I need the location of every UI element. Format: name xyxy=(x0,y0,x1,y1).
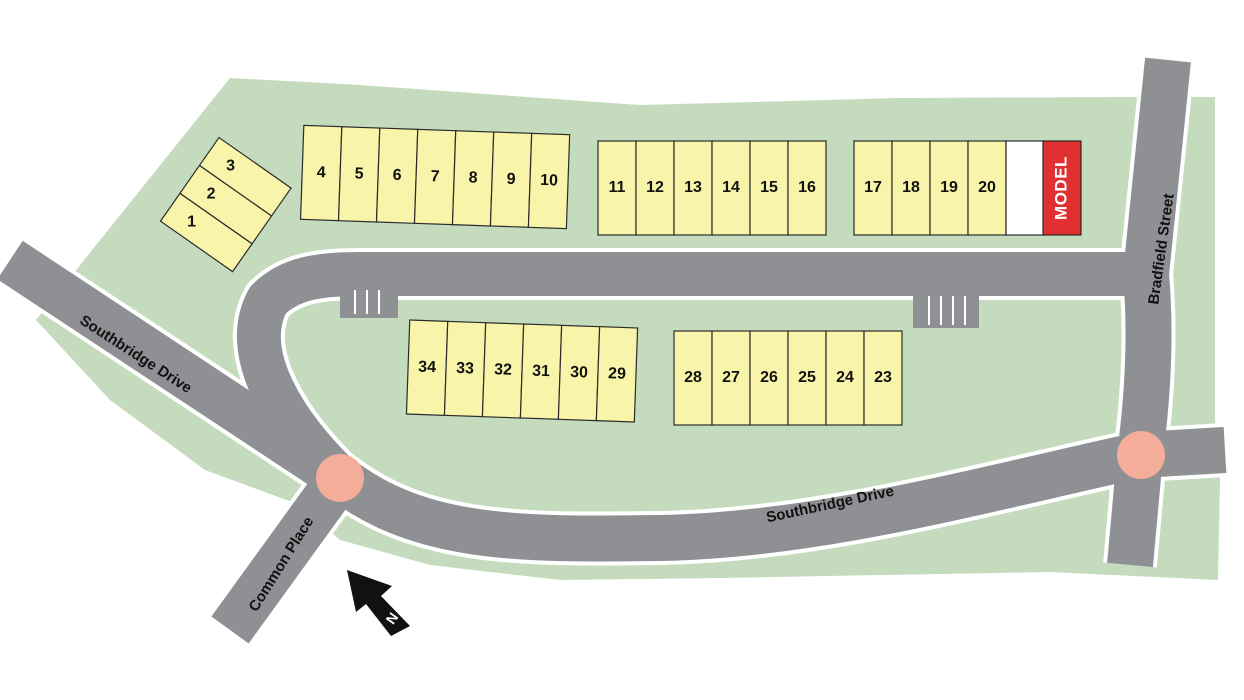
lot-number: 5 xyxy=(354,165,364,182)
lot-block-17-20-model: 17 18 19 20 xyxy=(853,140,1045,236)
lot-number: 33 xyxy=(456,360,474,378)
north-arrow: N xyxy=(347,570,410,636)
lot-23[interactable]: 23 xyxy=(863,330,903,426)
lot-number: 11 xyxy=(609,179,626,196)
lot-24[interactable]: 24 xyxy=(825,330,865,426)
lot-number: 2 xyxy=(207,186,216,203)
lot-32[interactable]: 32 xyxy=(481,322,525,419)
lot-3[interactable]: 3 xyxy=(198,136,292,217)
roundabout-east xyxy=(1117,431,1165,479)
lot-number: 32 xyxy=(494,361,512,379)
roundabout-west xyxy=(316,454,364,502)
lot-number: 20 xyxy=(978,179,996,196)
lot-15[interactable]: 15 xyxy=(749,140,789,236)
lot-29[interactable]: 29 xyxy=(595,326,639,423)
lot-number: 15 xyxy=(760,179,778,196)
lot-number: 19 xyxy=(940,179,958,196)
lot-number: 24 xyxy=(836,369,854,386)
lot-19[interactable]: 19 xyxy=(929,140,969,236)
lot-number: 16 xyxy=(798,179,816,196)
lot-8[interactable]: 8 xyxy=(451,130,495,227)
lot-number: 34 xyxy=(418,359,436,377)
lot-block-4-10: 4 5 6 7 8 9 10 xyxy=(299,124,571,230)
common-place-road xyxy=(211,464,359,644)
lot-number: 14 xyxy=(722,179,740,196)
lot-25[interactable]: 25 xyxy=(787,330,827,426)
lot-number: 6 xyxy=(392,167,402,184)
north-arrow-icon xyxy=(347,570,410,636)
lot-number: 17 xyxy=(864,179,882,196)
bradfield-street-road xyxy=(1117,57,1191,459)
lot-30[interactable]: 30 xyxy=(557,324,601,422)
lot-number: 25 xyxy=(798,369,816,386)
lot-number: 28 xyxy=(684,369,702,386)
lot-block-23-28: 28 27 26 25 24 23 xyxy=(673,330,903,426)
lot-14[interactable]: 14 xyxy=(711,140,751,236)
lot-number: 4 xyxy=(316,164,326,181)
lot-number: 31 xyxy=(532,363,550,381)
lot-number: 8 xyxy=(468,169,478,186)
lot-number: 7 xyxy=(430,168,440,185)
lot-11[interactable]: 11 xyxy=(597,140,637,236)
lot-number: 18 xyxy=(902,179,920,196)
lot-18[interactable]: 18 xyxy=(891,140,931,236)
model-home[interactable]: MODEL xyxy=(1042,140,1082,236)
lot-17[interactable]: 17 xyxy=(853,140,893,236)
lot-number: 9 xyxy=(506,171,516,188)
lot-13[interactable]: 13 xyxy=(673,140,713,236)
lot-28[interactable]: 28 xyxy=(673,330,713,426)
lot-20[interactable]: 20 xyxy=(967,140,1007,236)
lot-12[interactable]: 12 xyxy=(635,140,675,236)
model-label: MODEL xyxy=(1051,156,1070,220)
lot-33[interactable]: 33 xyxy=(443,320,487,418)
lot-34[interactable]: 34 xyxy=(405,319,449,416)
lot-6[interactable]: 6 xyxy=(375,127,419,224)
lot-block-1-3: 123 xyxy=(159,136,292,273)
parking-east xyxy=(913,288,979,328)
lot-5[interactable]: 5 xyxy=(337,126,381,223)
lot-unnumbered[interactable] xyxy=(1005,140,1045,236)
lot-number: 12 xyxy=(646,179,664,196)
loop-road xyxy=(236,252,1140,494)
lot-31[interactable]: 31 xyxy=(519,323,563,420)
southbridge-drive-south-road xyxy=(325,432,1145,562)
lot-4[interactable]: 4 xyxy=(299,124,343,222)
lot-number: 13 xyxy=(684,179,702,196)
lot-number: 23 xyxy=(874,369,892,386)
lot-number: 10 xyxy=(540,172,558,190)
lot-16[interactable]: 16 xyxy=(787,140,827,236)
lot-7[interactable]: 7 xyxy=(413,128,457,226)
lot-number: 27 xyxy=(722,369,740,386)
lot-number: 30 xyxy=(570,364,588,382)
lot-9[interactable]: 9 xyxy=(489,131,533,228)
lot-block-29-34: 34 33 32 31 30 29 xyxy=(405,319,639,423)
lot-block-11-16: 11 12 13 14 15 16 xyxy=(597,140,827,236)
lot-26[interactable]: 26 xyxy=(749,330,789,426)
lot-number: 26 xyxy=(760,369,778,386)
lot-number: 29 xyxy=(608,365,626,383)
parking-west xyxy=(340,288,398,318)
lot-27[interactable]: 27 xyxy=(711,330,751,426)
lot-number: 1 xyxy=(187,213,196,230)
lot-number: 3 xyxy=(226,158,235,175)
lot-10[interactable]: 10 xyxy=(527,132,571,230)
